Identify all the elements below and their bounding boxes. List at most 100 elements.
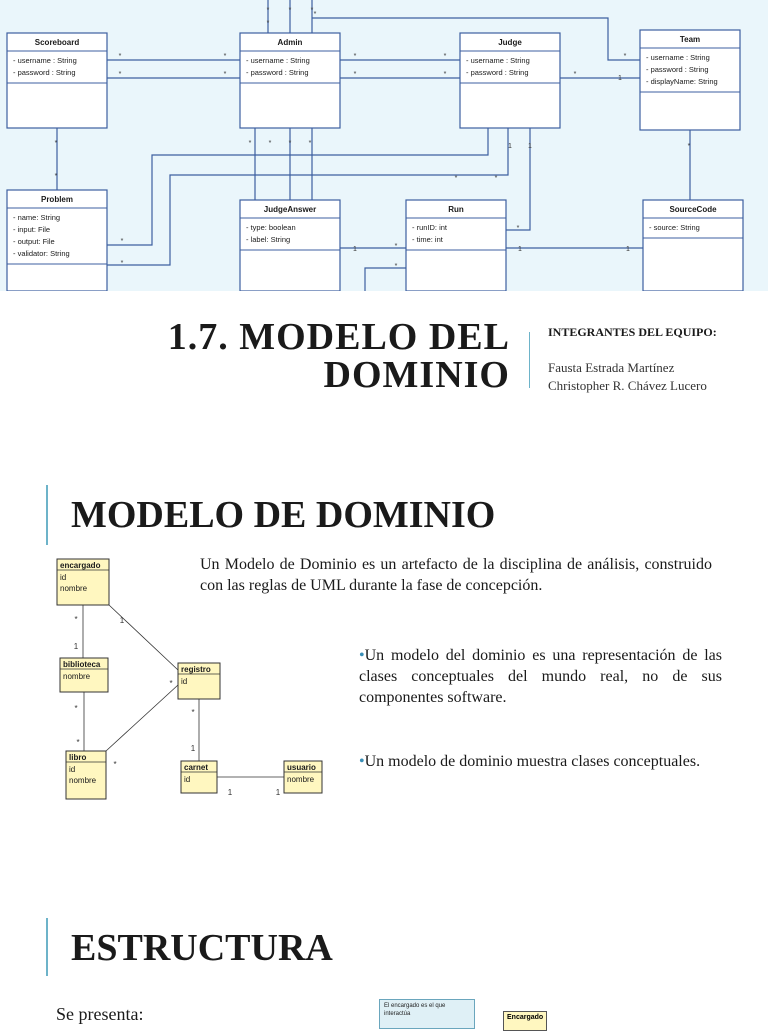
multiplicity-label: * [121, 260, 124, 267]
uml-attribute: - username : String [13, 56, 77, 65]
multiplicity-label: * [624, 53, 627, 60]
multiplicity-label: * [249, 140, 252, 147]
uml-class-name: biblioteca [63, 660, 101, 669]
slide-title: Scoreboard - username : String - password … [0, 0, 768, 440]
uml-attribute: nombre [63, 672, 91, 681]
multiplicity-label: * [119, 53, 122, 60]
multiplicity-label: * [688, 143, 691, 150]
multiplicity-label: 1 [626, 246, 630, 253]
uml-attribute: - username : String [246, 56, 310, 65]
uml-attribute: id [60, 573, 66, 582]
uml-attribute: - output: File [13, 237, 55, 246]
intro-text: Se presenta: [56, 1004, 144, 1024]
uml-class-box [283, 760, 323, 794]
page-title: 1.7. MODELO DEL DOMINIO [168, 318, 510, 394]
multiplicity-label: * [191, 708, 194, 717]
title-divider [529, 332, 530, 388]
multiplicity-label: * [267, 7, 270, 14]
multiplicity-label: * [395, 263, 398, 270]
title-line-1: 1.7. MODELO DEL [167, 316, 510, 358]
uml-class-name: Admin [278, 38, 303, 47]
uml-attribute: - source: String [649, 223, 700, 232]
multiplicity-label: 1 [508, 143, 512, 150]
uml-class-box [180, 760, 218, 794]
uml-attribute: - password : String [246, 68, 309, 77]
multiplicity-label: * [395, 243, 398, 250]
team-member: Fausta Estrada Martínez [548, 360, 675, 375]
uml-diagram-canvas: Scoreboard - username : String - password … [6, 0, 744, 291]
uml-attribute: id [69, 765, 75, 774]
uml-class-name: Team [680, 35, 700, 44]
multiplicity-label: * [121, 238, 124, 245]
uml-class-box [65, 750, 107, 800]
uml-class-name: registro [181, 665, 211, 674]
multiplicity-label: * [517, 225, 520, 232]
uml-class-box [239, 32, 341, 129]
uml-class-box [59, 657, 109, 693]
section-heading: MODELO DE DOMINIO [71, 494, 496, 536]
uml-class-name: SourceCode [669, 205, 717, 214]
multiplicity-label: * [289, 140, 292, 147]
association-line [105, 684, 179, 752]
multiplicity-label: 1 [228, 788, 233, 797]
association-line [506, 128, 531, 231]
multiplicity-label: * [289, 7, 292, 14]
multiplicity-label: * [309, 140, 312, 147]
uml-attribute: id [181, 677, 187, 686]
bullet-text: Un modelo del dominio es una representac… [359, 647, 722, 706]
multiplicity-label: 1 [276, 788, 281, 797]
multiplicity-label: 1 [191, 744, 196, 753]
multiplicity-label: 1 [74, 642, 79, 651]
uml-class-name: Scoreboard [35, 38, 80, 47]
uml-class-box [56, 558, 110, 606]
uml-attribute: - time: int [412, 235, 444, 244]
multiplicity-label: * [444, 53, 447, 60]
multiplicity-label: 1 [528, 143, 532, 150]
multiplicity-label: * [74, 615, 77, 624]
uml-class-box [6, 189, 108, 291]
note-box: El encargado es el que interactúa [379, 999, 475, 1029]
multiplicity-label: * [224, 53, 227, 60]
uml-class-name: Run [448, 205, 464, 214]
section-heading: ESTRUCTURA [71, 927, 333, 969]
multiplicity-label: * [314, 11, 317, 18]
association-line [364, 267, 406, 291]
heading-accent-bar [46, 485, 48, 545]
uml-class-diagram: Scoreboard - username : String - password … [0, 0, 768, 291]
uml-class-box [177, 662, 221, 700]
multiplicity-label: * [55, 140, 58, 147]
uml-class-name: JudgeAnswer [264, 205, 316, 214]
uml-class-box [6, 32, 108, 129]
uml-attribute: - displayName: String [646, 77, 718, 86]
multiplicity-label: * [119, 71, 122, 78]
team-member: Christopher R. Chávez Lucero [548, 378, 707, 393]
uml-attribute: - validator: String [13, 249, 70, 258]
bullet-marker: • [359, 647, 365, 664]
uml-attribute: - password : String [13, 68, 76, 77]
multiplicity-label: * [224, 71, 227, 78]
multiplicity-label: * [76, 738, 79, 747]
bullet-text: Un modelo de dominio muestra clases conc… [364, 753, 701, 770]
uml-class-box [239, 199, 341, 291]
uml-attribute: - username : String [646, 53, 710, 62]
multiplicity-label: * [55, 173, 58, 180]
uml-class-name: carnet [184, 763, 208, 772]
multiplicity-label: * [113, 760, 116, 769]
multiplicity-label: * [267, 20, 270, 27]
uml-attribute: - label: String [246, 235, 290, 244]
uml-attribute: - username : String [466, 56, 530, 65]
association-line [108, 604, 179, 671]
multiplicity-label: 1 [353, 246, 357, 253]
uml-attribute: - name: String [13, 213, 60, 222]
bullet-marker: • [359, 753, 365, 770]
multiplicity-label: * [495, 175, 498, 182]
uml-attribute: nombre [287, 775, 315, 784]
multiplicity-label: 1 [518, 246, 522, 253]
multiplicity-label: * [269, 140, 272, 147]
heading-accent-bar [46, 918, 48, 976]
uml-attribute: nombre [60, 584, 88, 593]
multiplicity-label: * [74, 704, 77, 713]
uml-attribute: - password : String [466, 68, 529, 77]
multiplicity-label: * [455, 175, 458, 182]
